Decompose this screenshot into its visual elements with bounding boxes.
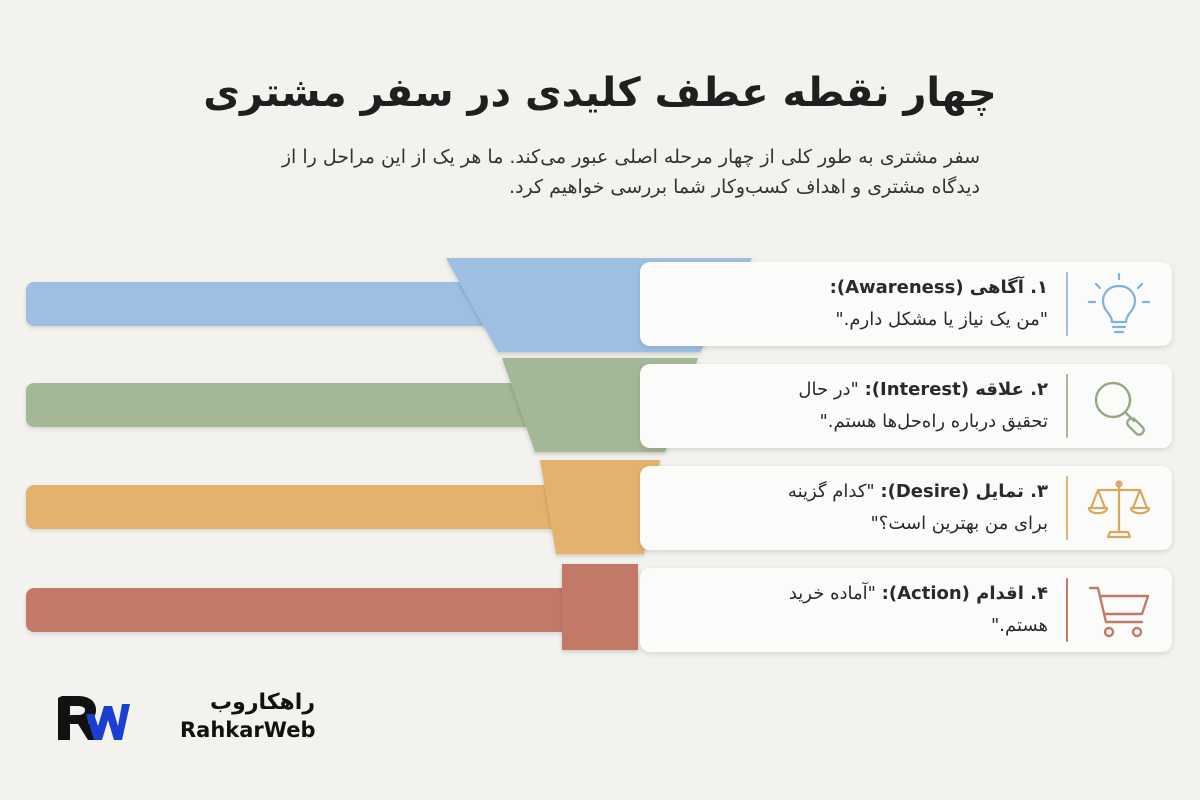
brand-name-fa: راهکاروب: [210, 690, 315, 715]
card-divider: [1066, 476, 1068, 540]
stage-label: ۲. علاقه (Interest):: [864, 379, 1048, 400]
stage-label: ۴. اقدام (Action):: [881, 583, 1048, 604]
card-divider: [1066, 578, 1068, 642]
stage-card-action: ۴. اقدام (Action): "آماده خرید هستم.": [640, 568, 1172, 652]
stage-bar-interest: [26, 383, 566, 427]
lightbulb-icon: [1087, 272, 1151, 334]
card-divider: [1066, 374, 1068, 438]
magnifier-icon: [1094, 381, 1145, 436]
stage-card-interest: ۲. علاقه (Interest): "در حال تحقیق دربار…: [640, 364, 1172, 448]
funnel-segment-desire: [540, 460, 660, 554]
stage-label: ۱. آگاهی (Awareness):: [829, 277, 1048, 298]
card-divider: [1066, 272, 1068, 336]
stage-bar-action: [26, 588, 606, 632]
brand-name-en: RahkarWeb: [180, 718, 316, 742]
page-title: چهار نقطه عطف کلیدی در سفر مشتری: [203, 70, 997, 116]
brand-logo: راهکاروب RahkarWeb: [52, 690, 315, 750]
stage-card-awareness: ۱. آگاهی (Awareness): "من یک نیاز یا مشک…: [640, 262, 1172, 346]
stage-quote: "من یک نیاز یا مشکل دارم.": [835, 309, 1048, 330]
scales-icon: [1087, 480, 1151, 539]
stage-bar-desire: [26, 485, 586, 529]
funnel-segment-action: [562, 564, 638, 650]
stage-quote: "کدام گزینه برای من بهترین است؟": [787, 481, 1048, 534]
intro-paragraph: سفر مشتری به طور کلی از چهار مرحله اصلی …: [281, 146, 980, 198]
brand-mark: [58, 696, 130, 740]
stage-card-desire: ۳. تمایل (Desire): "کدام گزینه برای من ب…: [640, 466, 1172, 550]
stage-label: ۳. تمایل (Desire):: [880, 481, 1048, 502]
stage-quote: "آماده خرید هستم.": [788, 583, 1048, 636]
cart-icon: [1088, 586, 1150, 638]
stage-bar-awareness: [26, 282, 526, 326]
stage-quote: "در حال تحقیق درباره راه‌حل‌ها هستم.": [798, 379, 1048, 432]
